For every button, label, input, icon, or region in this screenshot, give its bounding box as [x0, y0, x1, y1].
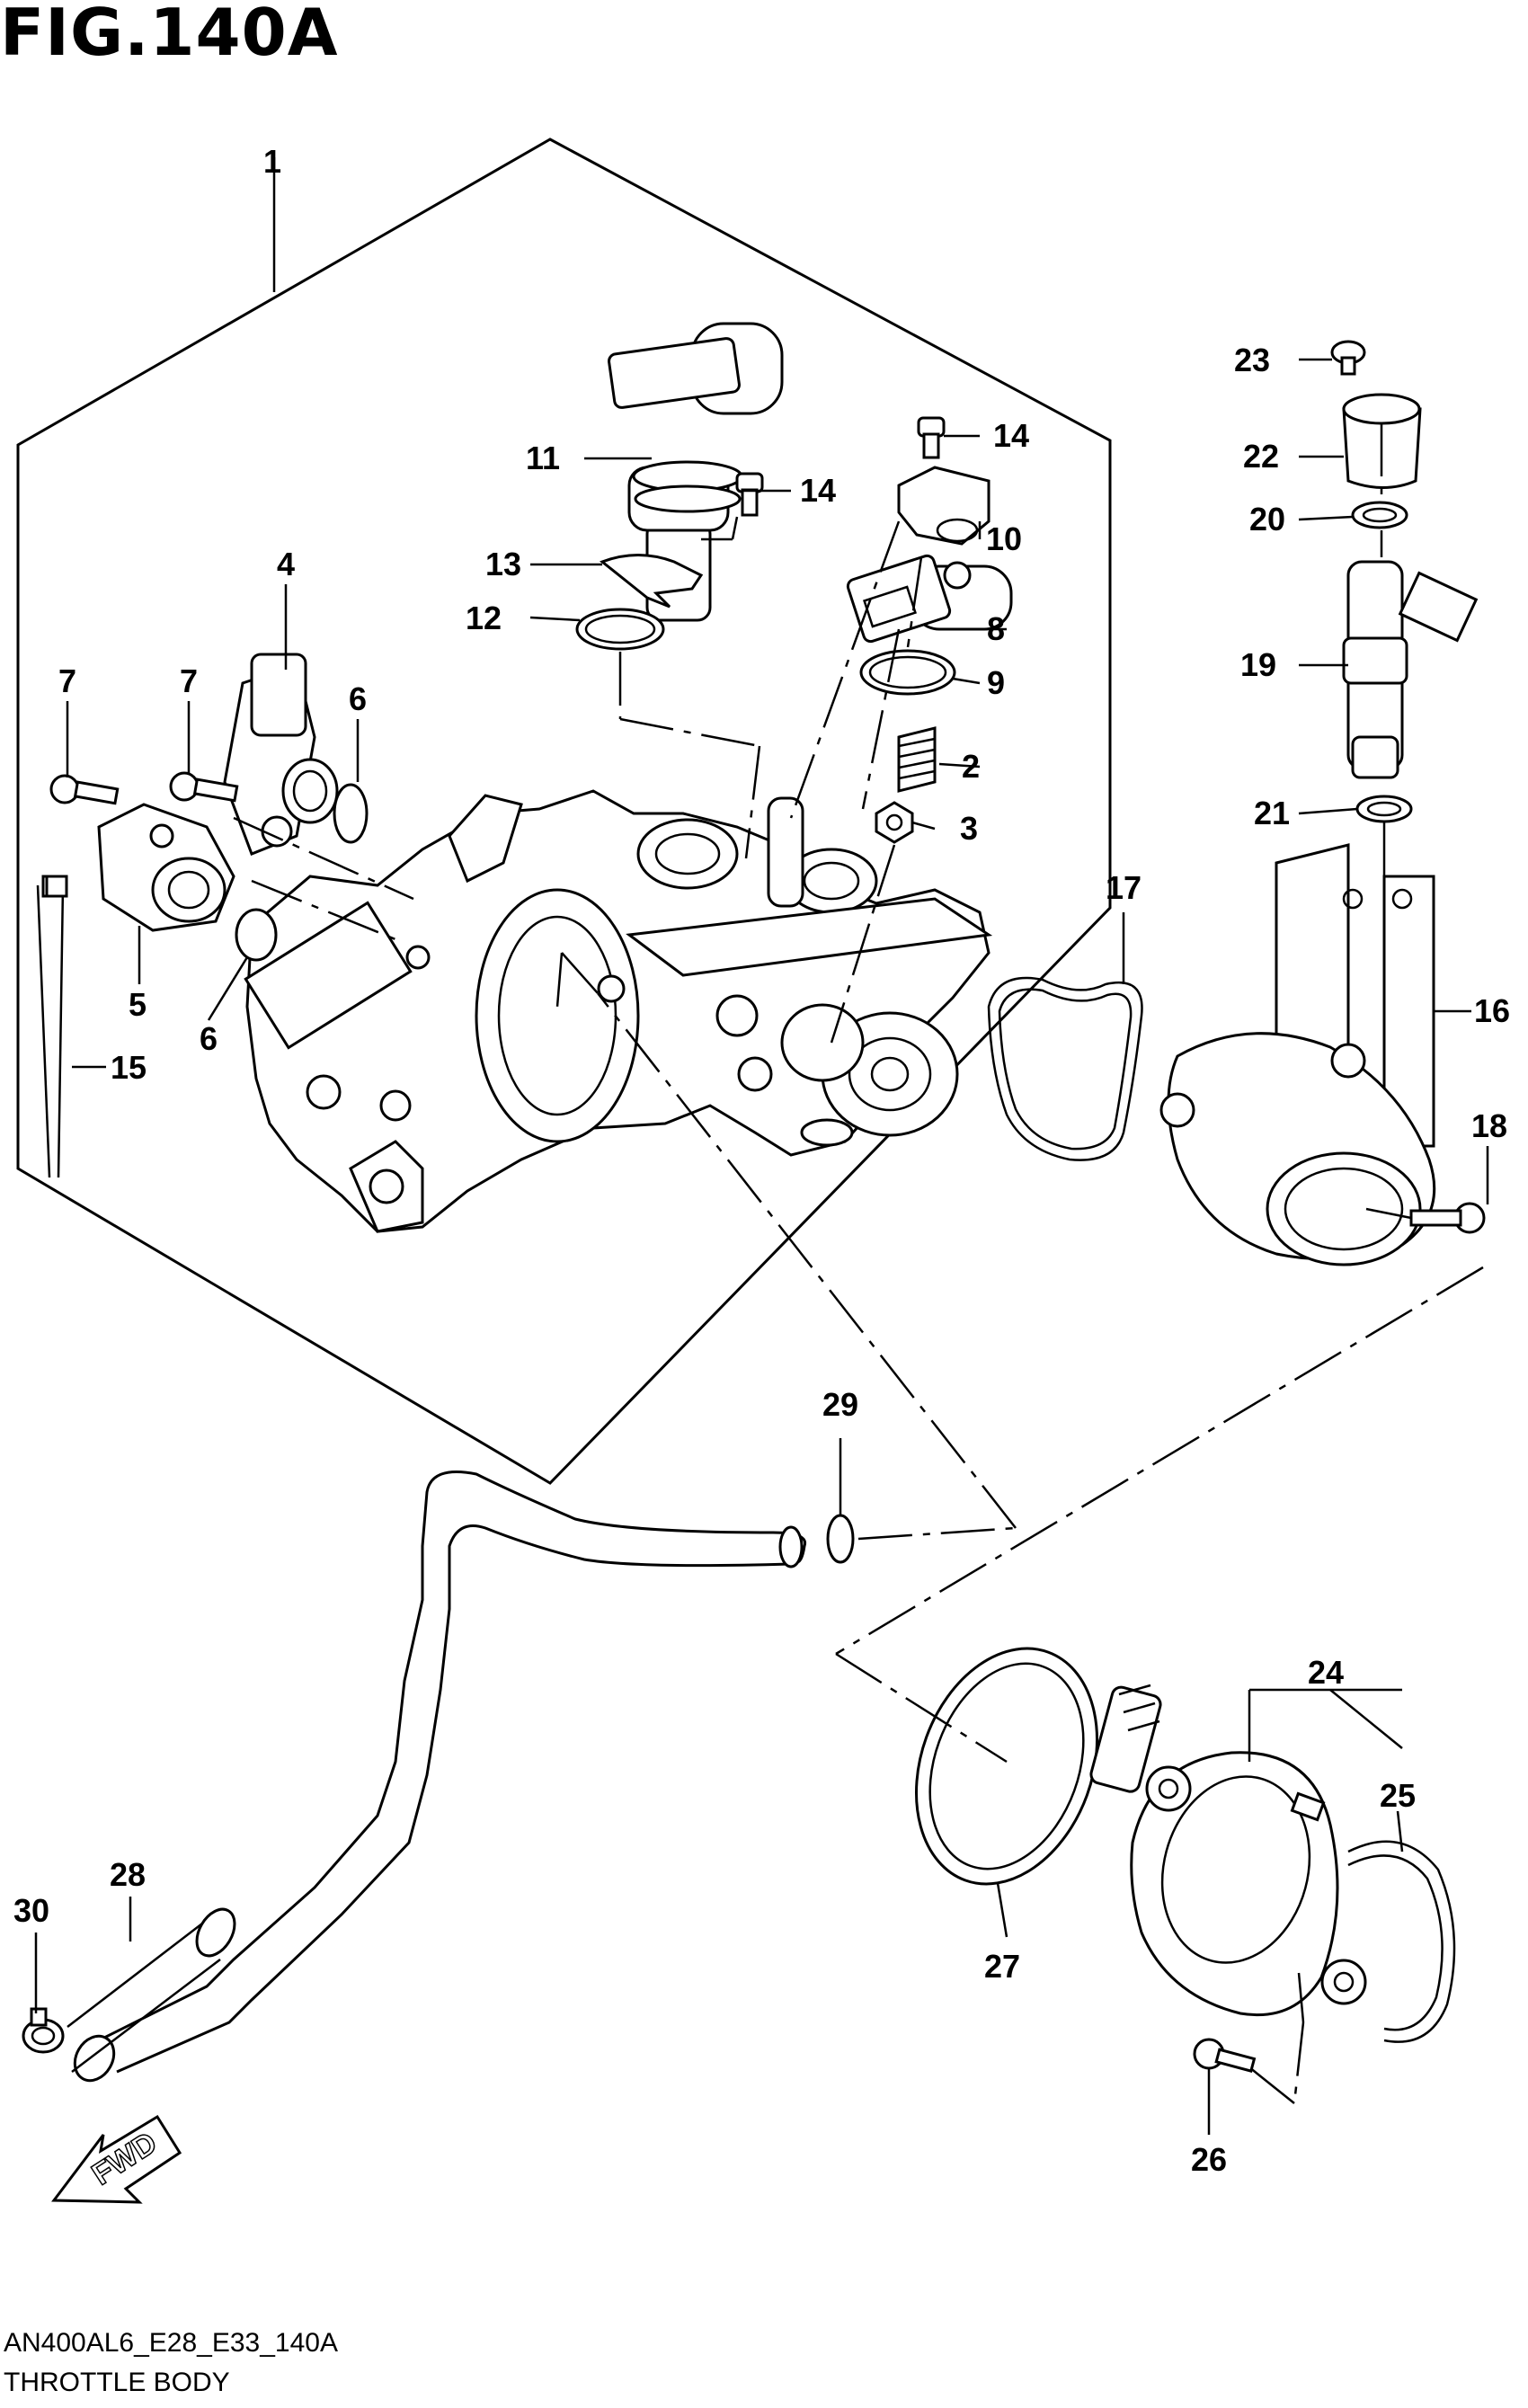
sensor-5 — [97, 803, 235, 932]
sensor-4 — [223, 653, 339, 856]
callout-7-right: 7 — [180, 662, 198, 699]
o-ring-6-lower — [235, 908, 278, 962]
callout-23: 23 — [1234, 342, 1270, 378]
o-ring-25 — [1347, 1840, 1456, 2043]
callout-15: 15 — [111, 1049, 147, 1086]
intake-joint-16 — [1159, 843, 1436, 1266]
hose-28 — [67, 1471, 807, 2083]
callout-17: 17 — [1106, 869, 1142, 906]
clamp-30 — [22, 2007, 65, 2054]
callout-6-lower: 6 — [200, 1020, 218, 1057]
gasket-17 — [987, 976, 1143, 1161]
sensor-8 — [846, 554, 1013, 644]
callout-10: 10 — [986, 520, 1022, 557]
callout-8: 8 — [987, 610, 1005, 647]
callout-7-left: 7 — [58, 662, 76, 699]
cable-tie-15 — [45, 875, 68, 898]
screw-18 — [1409, 1202, 1486, 1234]
callout-25: 25 — [1380, 1777, 1416, 1814]
callout-30: 30 — [13, 1892, 49, 1929]
bracket-13 — [600, 554, 704, 609]
callout-12: 12 — [466, 600, 502, 636]
callout-1: 1 — [263, 143, 281, 180]
callout-20: 20 — [1249, 501, 1285, 538]
clamp-29 — [826, 1514, 855, 1564]
injector-19 — [1342, 560, 1479, 779]
callout-18: 18 — [1471, 1107, 1507, 1144]
callout-14-left: 14 — [800, 472, 836, 509]
screw-14-left — [735, 472, 764, 517]
callout-4: 4 — [277, 546, 295, 582]
o-ring-20 — [1351, 501, 1408, 529]
callout-2: 2 — [962, 748, 980, 785]
joint-24 — [1130, 1751, 1367, 2017]
callout-29: 29 — [822, 1386, 858, 1423]
screw-7-right — [169, 771, 239, 803]
screw-7-left — [49, 774, 120, 805]
leader-lines — [34, 358, 1489, 2135]
callout-3: 3 — [960, 810, 978, 847]
nut-3 — [875, 801, 914, 844]
callout-9: 9 — [987, 664, 1005, 701]
screw-14-right — [917, 416, 946, 459]
callout-24: 24 — [1308, 1654, 1344, 1691]
callout-22: 22 — [1243, 438, 1279, 475]
spring-2 — [897, 726, 937, 793]
callout-11: 11 — [526, 440, 560, 476]
o-ring-21 — [1355, 795, 1413, 823]
assembly-boundary — [16, 138, 1112, 1485]
plate-10 — [897, 466, 991, 546]
callout-6-upper: 6 — [349, 680, 367, 717]
callout-19: 19 — [1240, 646, 1276, 683]
callout-27: 27 — [984, 1948, 1020, 1985]
callout-14-right: 14 — [993, 417, 1029, 454]
callout-26: 26 — [1191, 2141, 1227, 2178]
callout-28: 28 — [110, 1856, 146, 1893]
model-code: AN400AL6_E28_E33_140A — [4, 2328, 338, 2358]
screw-26 — [1193, 2038, 1257, 2073]
o-ring-9 — [859, 649, 956, 696]
callout-21: 21 — [1254, 795, 1290, 831]
reference-lines — [233, 422, 1484, 2104]
figure-name: THROTTLE BODY — [4, 2368, 230, 2397]
callout-labels: 1 11 14 14 13 12 10 8 9 2 3 4 7 7 6 5 6 … — [13, 143, 1510, 2178]
forward-direction-arrow: FWD — [51, 2114, 182, 2204]
throttle-body-casting — [244, 789, 993, 1233]
callout-5: 5 — [129, 986, 147, 1023]
o-ring-6-upper — [333, 783, 369, 844]
callout-13: 13 — [485, 546, 521, 582]
figure-title: FIG.140A — [0, 0, 339, 70]
screw-23 — [1330, 340, 1366, 376]
callout-16: 16 — [1474, 992, 1510, 1029]
clamp-27 — [914, 1647, 1162, 1886]
